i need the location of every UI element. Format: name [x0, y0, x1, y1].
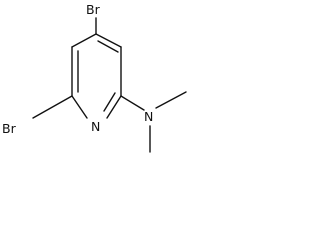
- bond-c4-c3-double: [97, 40, 119, 53]
- bond-c5-c4: [71, 33, 97, 48]
- bond-c6-br: [32, 95, 73, 119]
- bond-amine-methyl-right: [155, 91, 187, 109]
- atom-label-amine-n: N: [144, 109, 153, 124]
- structure-diagram: Br Br N N: [2, 2, 187, 153]
- bond-c4-c3: [95, 33, 122, 48]
- atom-label-ring-n: N: [91, 119, 100, 134]
- substituent-bonds: [32, 17, 187, 153]
- atom-label-br-left: Br: [2, 121, 17, 136]
- atom-label-br-top: Br: [86, 2, 101, 17]
- bond-c2-n1: [106, 95, 122, 119]
- bond-n1-c6: [71, 95, 88, 119]
- pyridine-ring: [71, 33, 122, 119]
- bond-c2-n1-double: [103, 92, 116, 112]
- atom-labels: Br Br N N: [2, 2, 153, 136]
- bond-c2-amine: [120, 95, 145, 111]
